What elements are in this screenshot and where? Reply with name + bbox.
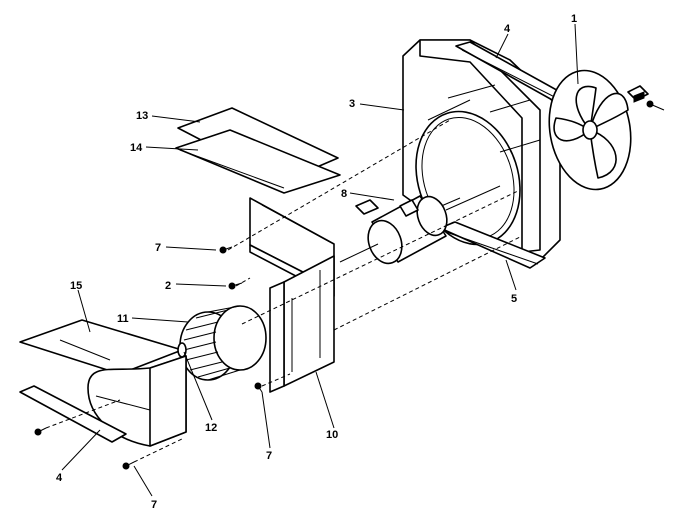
callout-4-bottom: 4 xyxy=(56,472,63,484)
screw-part xyxy=(646,100,665,111)
callout-14: 14 xyxy=(130,142,143,154)
callout-7-bottom: 7 xyxy=(151,499,157,511)
screw-left xyxy=(34,427,47,436)
callout-12: 12 xyxy=(205,422,217,434)
callout-3: 3 xyxy=(349,98,355,110)
leader-lines xyxy=(61,23,579,497)
callout-7-mid: 7 xyxy=(266,450,272,462)
screw-7-top xyxy=(219,246,233,254)
shaft-collar-part xyxy=(177,342,187,358)
assembly-lines xyxy=(45,119,523,463)
scroll-panel-part xyxy=(269,255,335,393)
callout-7-top: 7 xyxy=(155,242,161,254)
screw-7-mid xyxy=(254,382,263,393)
blower-housing-part xyxy=(19,319,187,447)
filter-frame-part xyxy=(175,129,341,194)
clip-part xyxy=(627,85,649,103)
callout-2: 2 xyxy=(165,280,171,292)
screw-7-bottom xyxy=(122,461,135,470)
callout-15: 15 xyxy=(70,280,82,292)
callout-5: 5 xyxy=(511,293,517,305)
callout-4-top: 4 xyxy=(504,23,511,35)
screw-2 xyxy=(228,282,243,290)
callout-1: 1 xyxy=(571,13,577,25)
fan-motor-part xyxy=(339,185,501,265)
base-rail-part xyxy=(439,221,546,269)
blower-wheel-part xyxy=(179,305,267,381)
callout-8: 8 xyxy=(341,188,347,200)
callout-11: 11 xyxy=(117,313,129,325)
callout-labels: 1 2 3 4 4 5 7 7 7 8 10 11 12 13 14 15 xyxy=(56,13,577,511)
callout-13: 13 xyxy=(136,110,148,122)
fan-blade-part xyxy=(548,69,632,191)
callout-10: 10 xyxy=(326,429,338,441)
